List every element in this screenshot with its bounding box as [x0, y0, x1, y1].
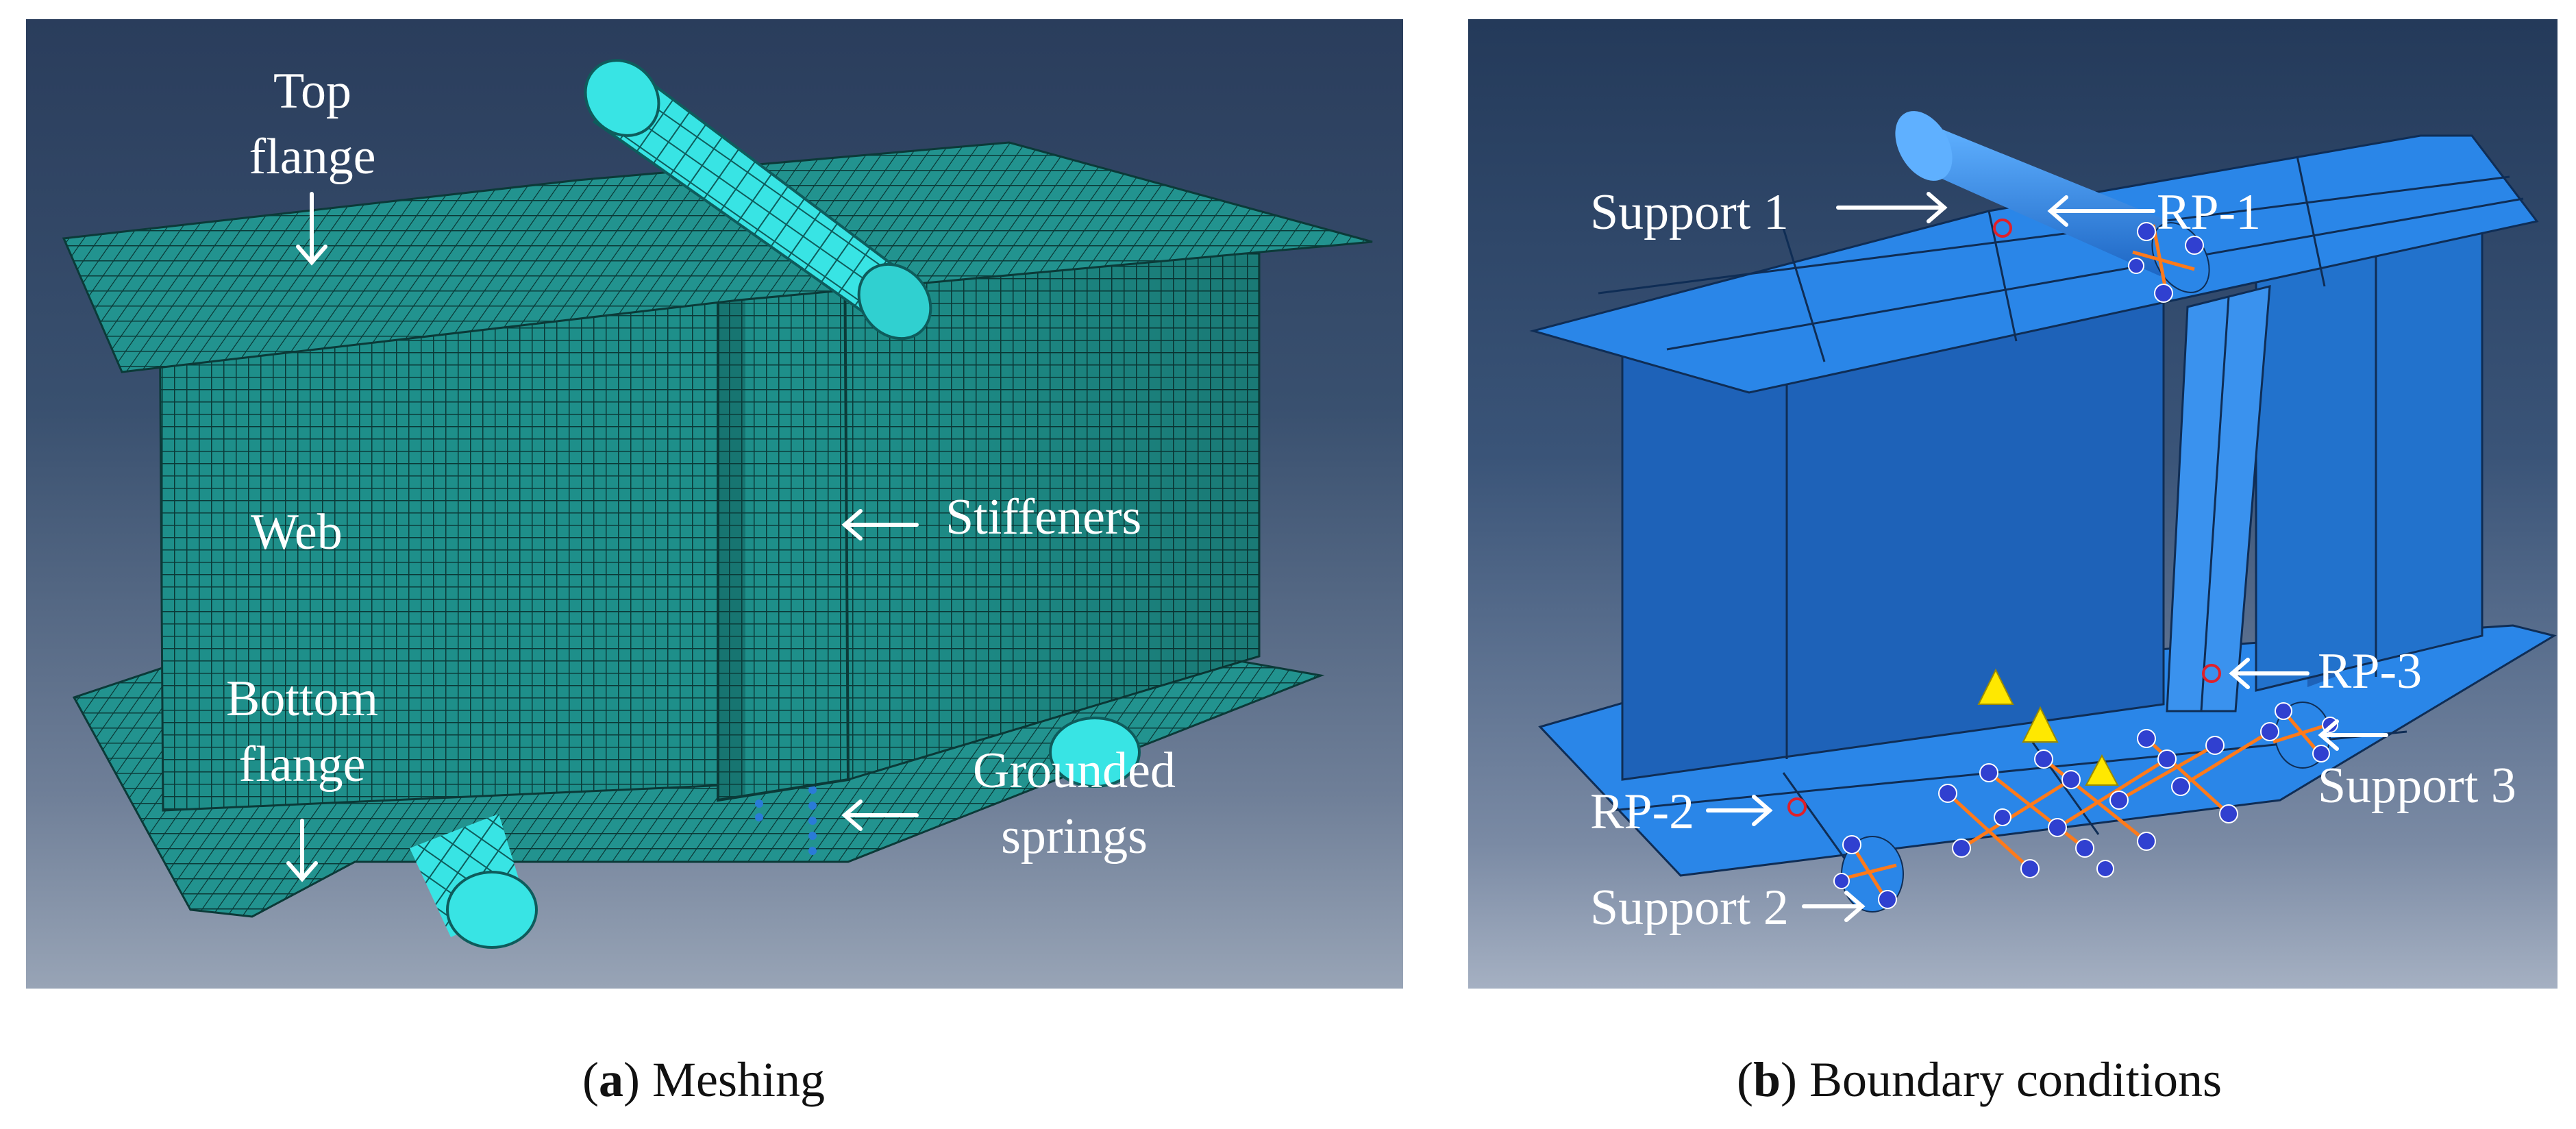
- rp-1-marker: [1993, 219, 2012, 238]
- rp-2-marker: [1787, 797, 1807, 817]
- support-3-arrow: [2318, 719, 2388, 751]
- boundary-conditions-panel: Support 1 RP-1 RP-3 Support 3 RP-2 Suppo…: [1468, 19, 2558, 989]
- grounded-springs-label-line2: springs: [1001, 808, 1148, 865]
- caption-a-letter: a: [598, 1052, 623, 1107]
- top-flange-arrow: [296, 192, 327, 266]
- top-flange-label: Top flange: [244, 66, 381, 182]
- stiffener: [2166, 285, 2271, 712]
- meshing-panel: Top flange Web Stiffeners Bottom flange …: [26, 19, 1403, 989]
- top-flange-label-line2: flange: [249, 129, 376, 185]
- rp-3-label: RP-3: [2318, 643, 2423, 699]
- rp-1-label: RP-1: [2157, 184, 2262, 240]
- caption-a-text: Meshing: [652, 1052, 825, 1107]
- rp-2-arrow: [1706, 795, 1773, 826]
- support-2-arrow: [1802, 891, 1866, 922]
- top-support-cylinder: [584, 59, 932, 340]
- top-flange-label-line1: Top: [273, 63, 352, 119]
- bottom-flange-label: Bottom flange: [199, 673, 405, 790]
- rp-3-arrow: [2229, 658, 2309, 689]
- support-1-arrow: [1836, 192, 1948, 223]
- bottom-support-cylinder-right: [1049, 717, 1141, 788]
- rp-2-label: RP-2: [1590, 784, 1695, 840]
- rp-1-arrow: [2047, 195, 2155, 227]
- grounded-springs-arrow: [841, 799, 919, 831]
- bottom-support-cylinder-left: [410, 814, 538, 949]
- grounded-springs-label: Grounded springs: [937, 745, 1211, 862]
- meshing-model: [62, 59, 1373, 949]
- stiffeners-label: Stiffeners: [945, 489, 1142, 545]
- boundary-condition-symbols: [1833, 222, 2338, 909]
- caption-b-text: Boundary conditions: [1809, 1052, 2222, 1107]
- support-1-label: Support 1: [1590, 184, 1789, 240]
- bottom-flange-label-line1: Bottom: [225, 671, 379, 727]
- support-2-label: Support 2: [1590, 880, 1789, 936]
- support-3-label: Support 3: [2318, 758, 2516, 814]
- caption-a: (a) Meshing: [582, 1052, 825, 1107]
- caption-b: (b) Boundary conditions: [1737, 1052, 2222, 1107]
- bottom-flange-arrow: [286, 819, 318, 882]
- web-label: Web: [251, 504, 343, 560]
- boundary-conditions-model: [1529, 111, 2557, 922]
- top-flange-mesh: [62, 141, 1373, 373]
- rp-3-marker: [2202, 664, 2221, 683]
- stiffeners-arrow: [841, 509, 919, 541]
- caption-b-letter: b: [1753, 1052, 1781, 1107]
- grounded-springs-label-line1: Grounded: [973, 743, 1176, 799]
- bottom-flange-label-line2: flange: [238, 736, 366, 793]
